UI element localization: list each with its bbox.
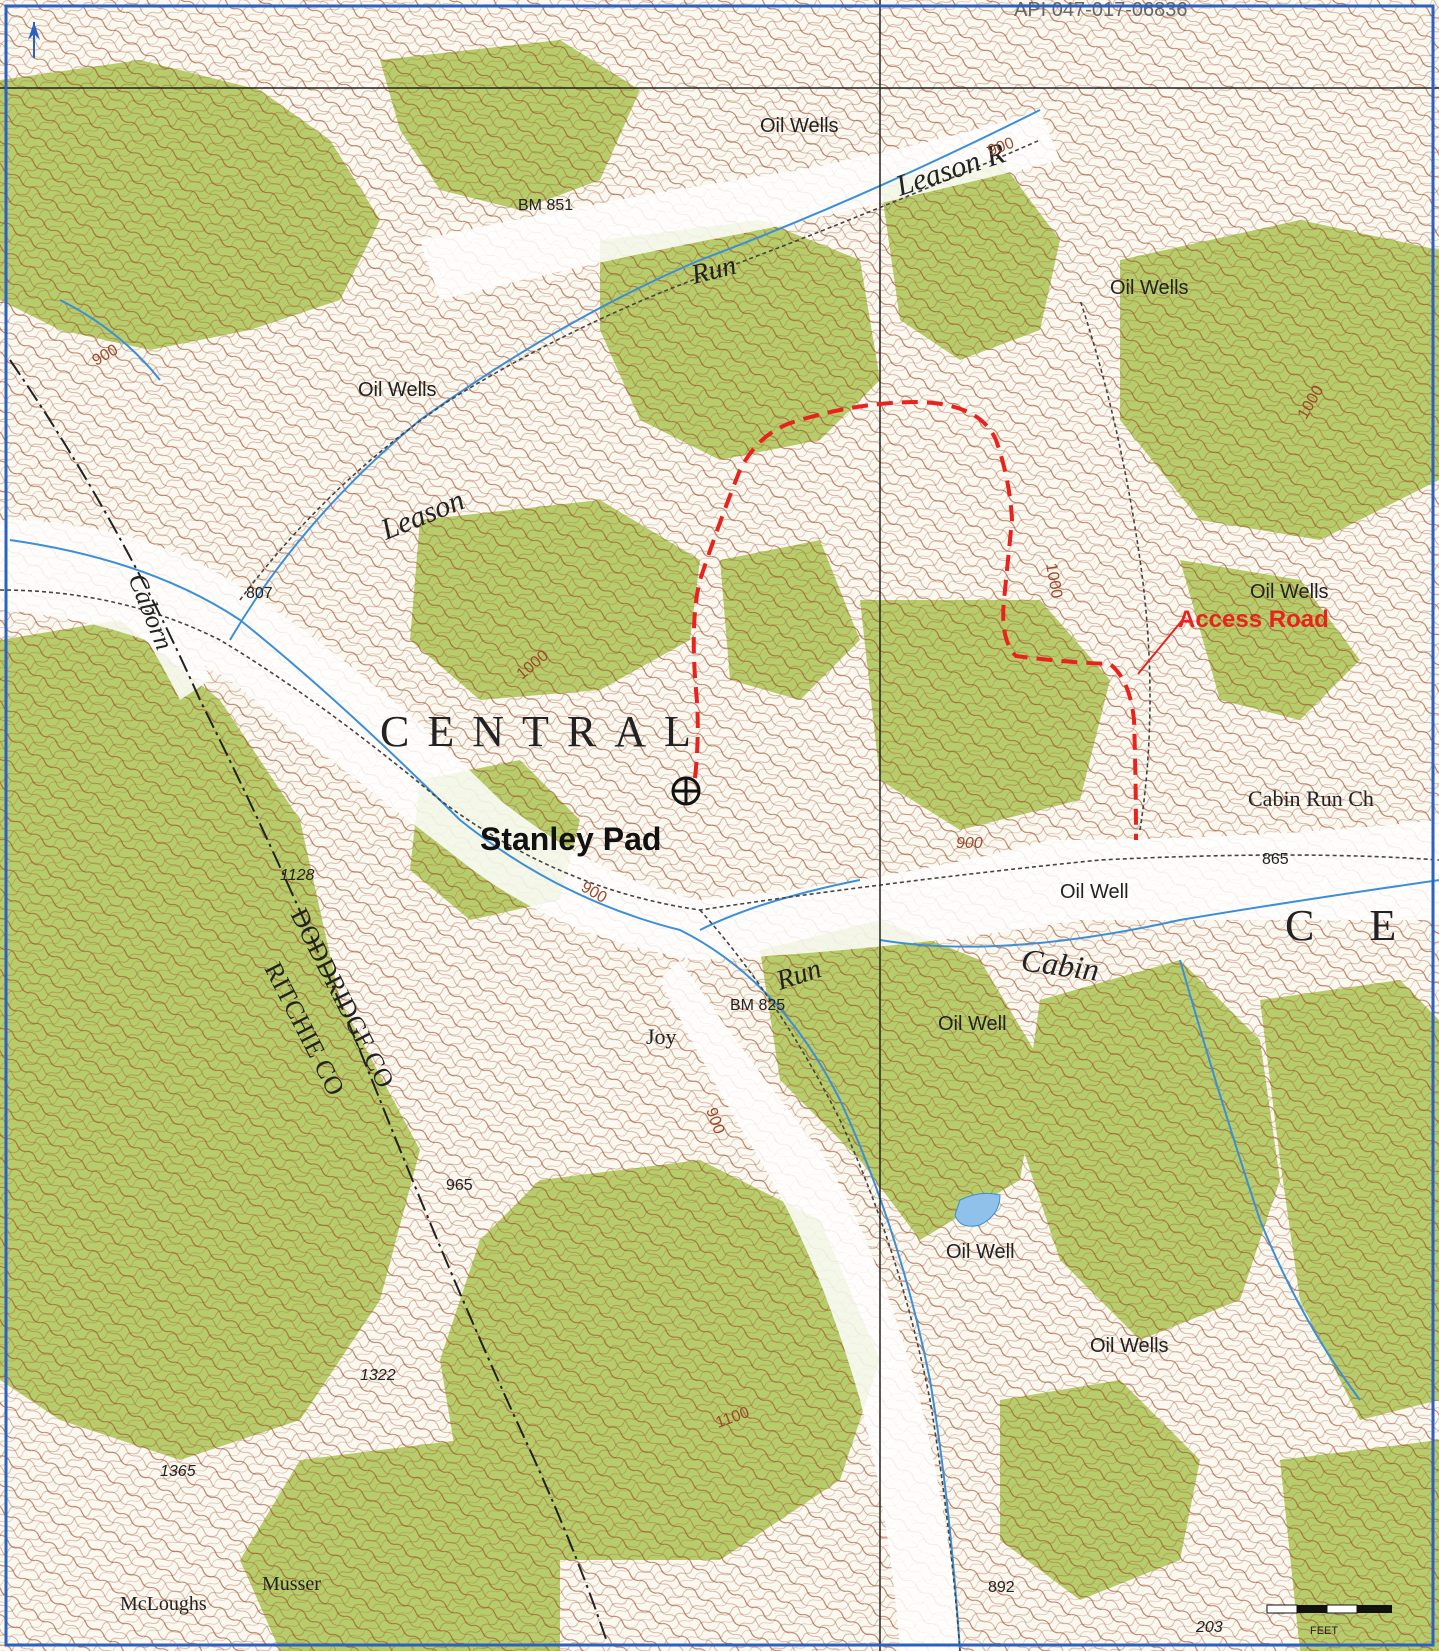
elevation-892-label: 892 xyxy=(988,1579,1015,1596)
elevation-1322-label: 1322 xyxy=(360,1367,396,1384)
access-road-leader xyxy=(1137,617,1185,675)
elevation-865-label: 865 xyxy=(1262,851,1289,868)
central-label: CENTRAL xyxy=(380,707,709,756)
valley-floors xyxy=(0,110,1439,1651)
elevation-1128-label: 1128 xyxy=(280,867,315,884)
county-line xyxy=(9,359,611,1651)
north-arrow-icon xyxy=(28,22,40,58)
api-number-label: API 047-017-06836 xyxy=(1014,0,1187,21)
central-label-right: C E xyxy=(1285,901,1418,950)
scale-bar-unit-label: FEET xyxy=(1310,1625,1338,1637)
oil-wells-label-left: Oil Wells xyxy=(358,379,437,401)
musser-label: Musser xyxy=(262,1573,321,1595)
oil-wells-label-ne: Oil Wells xyxy=(1110,277,1189,299)
oil-wells-label-bottom: Oil Wells xyxy=(1090,1335,1169,1357)
stanley-pad-symbol xyxy=(671,776,701,806)
access-road-route xyxy=(691,399,1138,841)
access-road-label: Access Road xyxy=(1178,606,1329,633)
oil-well-label-mid: Oil Well xyxy=(1060,881,1129,903)
oil-well-label-pond: Oil Well xyxy=(946,1241,1015,1263)
elevation-203-label: 203 xyxy=(1195,1619,1223,1636)
contour-900-label-c: 900 xyxy=(956,835,983,852)
elevation-965-label: 965 xyxy=(446,1177,473,1194)
mcloughs-label: McLoughs xyxy=(120,1593,207,1615)
elevation-807-label: 807 xyxy=(246,585,273,602)
bm-851-label: BM 851 xyxy=(518,197,573,214)
pond xyxy=(954,1192,1001,1227)
contour-1000-label-b: 1000 xyxy=(1042,562,1065,600)
cabin-run-church-label: Cabin Run Ch xyxy=(1248,786,1374,811)
oil-wells-label-right: Oil Wells xyxy=(1250,581,1329,603)
stanley-pad-label: Stanley Pad xyxy=(480,821,661,857)
roads xyxy=(0,139,1439,1651)
streams xyxy=(9,109,1439,1651)
joy-label: Joy xyxy=(646,1024,677,1049)
scale-bar xyxy=(1266,1604,1392,1614)
elevation-1365-label: 1365 xyxy=(160,1463,196,1480)
bm-825-label: BM 825 xyxy=(730,997,785,1014)
map-frame xyxy=(4,4,1435,1647)
oil-well-label-joy: Oil Well xyxy=(938,1013,1007,1035)
oil-wells-label-top: Oil Wells xyxy=(760,115,839,137)
